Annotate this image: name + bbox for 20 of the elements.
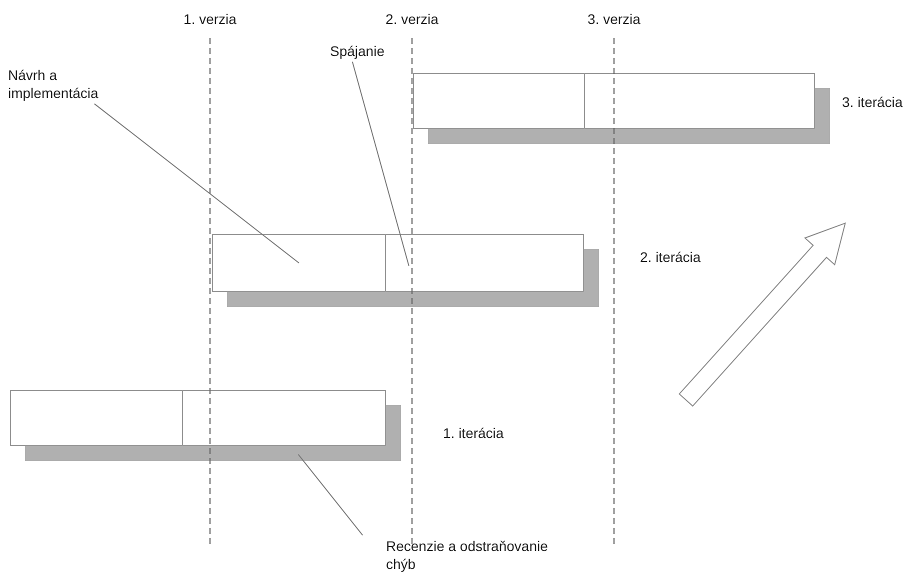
iteration-label: 2. iterácia xyxy=(640,248,701,266)
iteration-bar xyxy=(212,234,584,292)
step-label: Spájanie xyxy=(330,42,410,60)
step-label: Návrh a implementácia xyxy=(8,66,128,102)
version-label: 1. verzia xyxy=(182,10,238,28)
bar-segment xyxy=(385,234,584,292)
bar-segment xyxy=(182,390,386,446)
leader-line xyxy=(352,61,410,266)
version-label: 2. verzia xyxy=(384,10,440,28)
bar-segment xyxy=(10,390,183,446)
iteration-bar xyxy=(10,390,386,446)
iteration-bar xyxy=(413,73,815,129)
iteration-label: 1. iterácia xyxy=(443,424,504,442)
leader-line xyxy=(94,103,300,264)
step-label: Recenzie a odstraňovanie chýb xyxy=(386,537,566,573)
iteration-label: 3. iterácia xyxy=(842,93,903,111)
bar-segment xyxy=(584,73,815,129)
bar-segment xyxy=(413,73,585,129)
version-label: 3. verzia xyxy=(586,10,642,28)
bar-segment xyxy=(212,234,386,292)
